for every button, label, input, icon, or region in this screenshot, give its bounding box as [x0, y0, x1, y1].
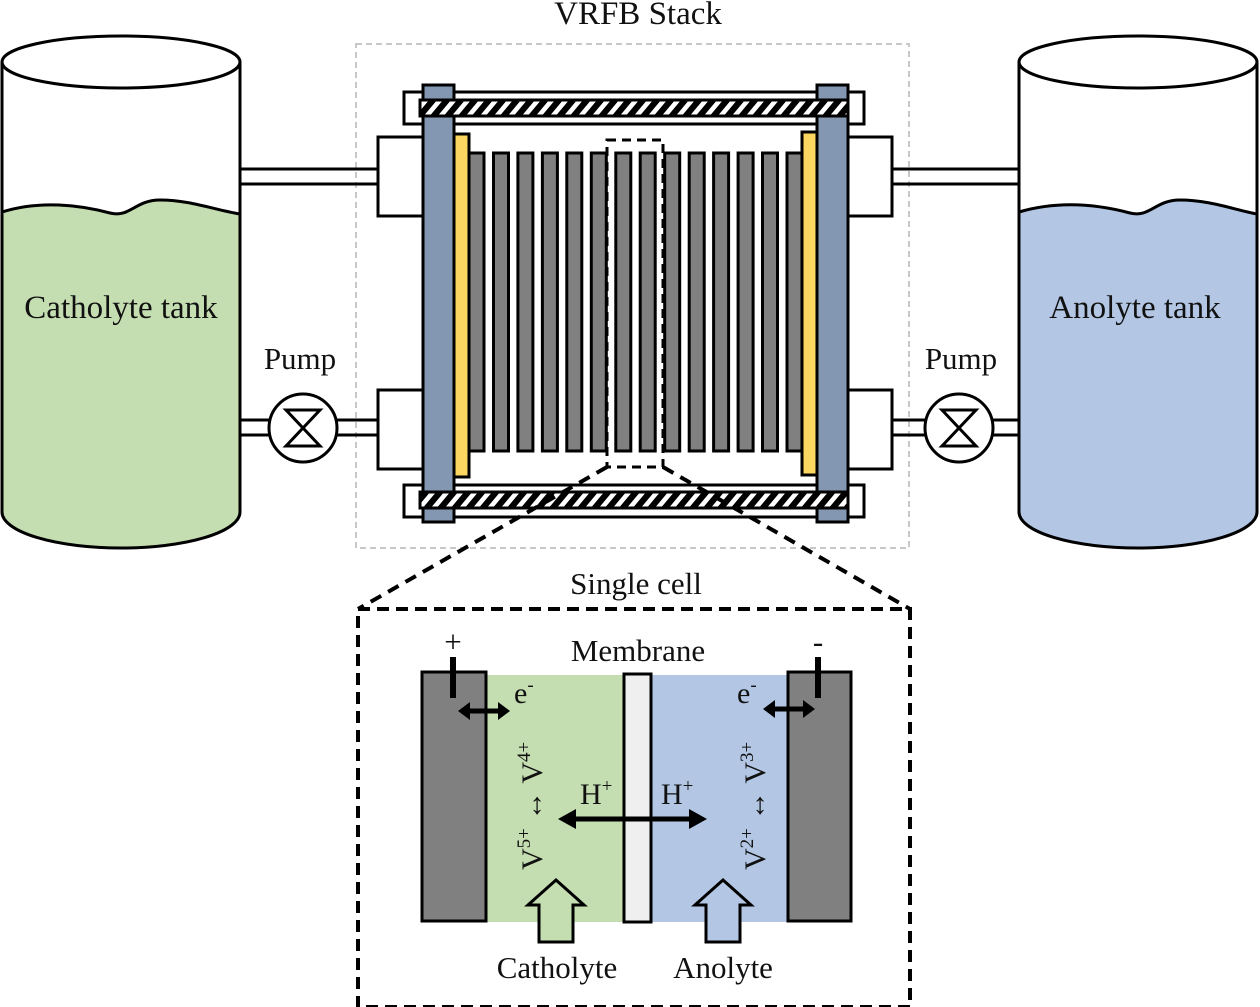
- membrane: [622, 672, 653, 924]
- bipolar-plate: [785, 151, 804, 453]
- anolyte-tank-lid: [1017, 34, 1259, 90]
- positive-sign: +: [444, 624, 461, 659]
- anolyte-tank: Anolyte tank: [1017, 34, 1259, 550]
- current-collector-left: [452, 132, 471, 479]
- single-cell-highlight: [605, 138, 665, 469]
- negative-electrode: [786, 670, 853, 923]
- zoom-line-right: [662, 465, 911, 611]
- proton-right-label: H+: [661, 776, 693, 811]
- pump-left: Pump: [264, 341, 339, 464]
- pump-left-label: Pump: [264, 341, 336, 376]
- catholyte-label: Catholyte: [497, 950, 618, 985]
- cathode-reaction: V5+ ↔ V4+: [514, 742, 549, 870]
- proton-left-label: H+: [580, 776, 612, 811]
- manifold-left-bottom: [376, 388, 425, 471]
- stack-title: VRFB Stack: [554, 0, 722, 32]
- bipolar-plates: [467, 151, 804, 453]
- catholyte-inflow-arrow: [524, 877, 588, 944]
- anolyte-tank-label: Anolyte tank: [1049, 290, 1221, 326]
- bipolar-plate: [761, 151, 779, 453]
- hourglass-icon: [282, 408, 324, 448]
- bipolar-plate: [663, 151, 682, 453]
- electron-arrow-left: [458, 702, 510, 720]
- electron-arrow-right: [763, 700, 815, 718]
- catholyte-tank: Catholyte tank: [0, 34, 242, 550]
- anode-reaction: V2+ ↔ V3+: [737, 742, 772, 870]
- catholyte-liquid: [2, 200, 240, 548]
- single-cell-title: Single cell: [570, 566, 702, 601]
- bipolar-plate: [736, 151, 755, 453]
- pipes: [240, 167, 1019, 437]
- hourglass-icon: [938, 408, 980, 448]
- bipolar-plate: [712, 151, 731, 453]
- manifold-right-bottom: [845, 388, 894, 471]
- catholyte-surface: [1, 198, 241, 216]
- electron-left-label: e-: [514, 675, 534, 710]
- catholyte-tank-lid: [0, 34, 242, 90]
- bipolar-plate: [540, 151, 559, 453]
- catholyte-tank-label: Catholyte tank: [24, 290, 218, 326]
- bipolar-plate: [565, 151, 584, 453]
- tie-rod-bottom: [418, 490, 850, 510]
- manifold-right-top: [845, 135, 894, 218]
- anolyte-region: [651, 675, 788, 922]
- pump-right: Pump: [923, 341, 997, 464]
- current-collector-right: [800, 130, 819, 477]
- bipolar-plate: [492, 151, 510, 453]
- membrane-label: Membrane: [571, 633, 705, 668]
- negative-sign: -: [813, 624, 823, 659]
- tie-rod-top: [418, 98, 850, 118]
- single-cell-detail: + - Membrane e- e- H+ H+ V5+ ↔ V4+ V2+ ↔…: [420, 624, 853, 985]
- bipolar-plate: [614, 151, 633, 453]
- electron-right-label: e-: [737, 675, 757, 710]
- bipolar-plate: [467, 151, 486, 453]
- vrfb-stack: [376, 83, 894, 524]
- bipolar-plate: [516, 151, 535, 453]
- proton-arrow: [558, 809, 707, 829]
- anolyte-label: Anolyte: [673, 950, 773, 985]
- anolyte-surface: [1018, 198, 1258, 216]
- end-plate-right: [815, 83, 850, 524]
- bipolar-plate: [638, 151, 657, 453]
- anolyte-inflow-arrow: [691, 877, 755, 944]
- pump-right-label: Pump: [925, 341, 997, 376]
- single-cell-frame: [356, 607, 912, 1007]
- manifold-left-top: [376, 135, 425, 218]
- anolyte-liquid: [1019, 200, 1257, 548]
- end-plate-left: [421, 83, 456, 524]
- stack-frame: [355, 43, 910, 549]
- bipolar-plate: [687, 151, 706, 453]
- bipolar-plate: [589, 151, 608, 453]
- zoom-line-left: [357, 465, 608, 611]
